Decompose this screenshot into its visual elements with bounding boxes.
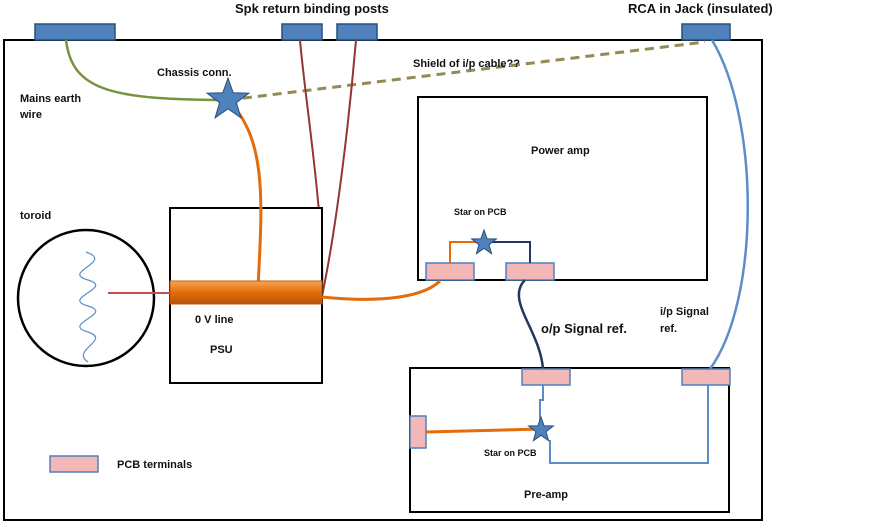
spk-post-2 [336,23,378,41]
poweramp-star-icon [470,228,498,255]
spk-return-label: Spk return binding posts [235,1,389,16]
ip-signal-label-1: i/p Signal [660,306,709,318]
mains-earth-label-2: wire [19,109,42,121]
poweramp-star-wire-navy [484,241,531,263]
preamp-pcb-terminal-op [521,368,571,386]
chassis-conn-label: Chassis conn. [157,67,232,79]
chassis-star-icon [205,76,251,120]
toroid-winding [79,251,97,363]
rca-signal-wire [708,39,749,370]
star-pcb-bottom-label: Star on PCB [484,448,537,458]
shield-wire [227,40,706,102]
spk-post-1 [281,23,323,41]
ip-signal-label-2: ref. [660,323,677,335]
preamp-op-to-star-wire [539,385,544,429]
preamp-pcb-terminal-ip [681,368,731,386]
preamp-ip-return-wire [549,385,709,464]
star-pcb-top-label: Star on PCB [454,207,507,217]
mains-earth-label-1: Mains earth [20,93,81,105]
preamp-star-icon [527,415,555,442]
legend-pcb-swatch [49,455,99,473]
zero-v-bus [169,280,323,305]
psu-label: PSU [210,344,233,356]
toroid-label: toroid [20,210,51,222]
chassis-outline [3,39,763,521]
bus-to-poweramp-wire [321,279,442,301]
toroid-circle [16,228,156,368]
op-signal-ref-wire [517,279,545,370]
preamp-pcb-terminal-left [409,415,427,449]
pcb-terminals-label: PCB terminals [117,459,192,471]
op-signal-ref-label: o/p Signal ref. [541,321,627,336]
preamp-box [409,367,730,513]
spk-return-wire-2 [321,39,357,297]
rca-jack-connector [681,23,731,41]
poweramp-star-wire-orange [449,241,484,263]
mains-earth-wire [64,39,229,102]
preamp-label: Pre-amp [524,489,568,501]
mains-inlet-connector [34,23,116,41]
power-amp-label: Power amp [531,145,590,157]
shield-label: Shield of i/p cable?? [413,58,520,70]
power-amp-box [417,96,708,281]
poweramp-pcb-terminal-right [505,262,555,281]
poweramp-pcb-terminal-left [425,262,475,281]
preamp-star-wire-orange [425,427,541,434]
rca-jack-label: RCA in Jack (insulated) [628,1,773,16]
zero-v-line-label: 0 V line [195,314,234,326]
